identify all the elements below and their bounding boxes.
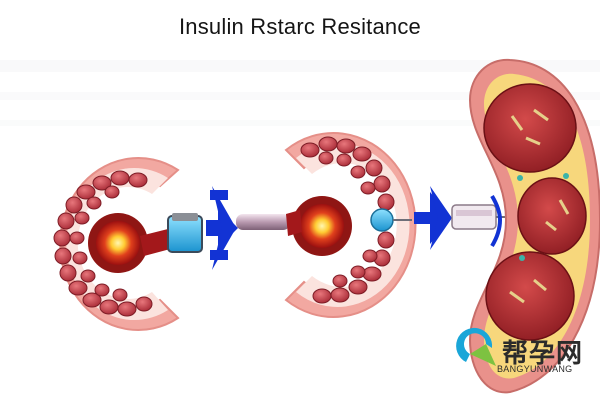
- transport-tube-1: [236, 214, 290, 230]
- middle-nucleus: [292, 196, 352, 256]
- left-duct: [140, 228, 174, 256]
- arrow-right-icon-1: [206, 186, 238, 270]
- middle-duct: [286, 210, 302, 236]
- receptor-dot: [370, 208, 412, 232]
- diagram-title: Insulin Rstarc Resitance: [178, 14, 421, 39]
- left-cell-cluster: [53, 170, 153, 317]
- right-kidney: [468, 58, 600, 394]
- background-bands: [0, 60, 600, 126]
- watermark-brand-sub: BANGYUNWANG: [497, 364, 573, 374]
- left-tissue-ring: [53, 157, 180, 331]
- kidney-channel-dots: [517, 173, 569, 261]
- arrow-right-icon-2: [414, 186, 452, 250]
- watermark-logo-icon: [456, 327, 496, 366]
- middle-cell-cluster: [300, 136, 395, 304]
- kidney-cell-middle: [517, 177, 587, 255]
- left-receptor-connector: [167, 213, 203, 253]
- kidney-cell-top: [483, 83, 577, 173]
- kidney-cell-bottom: [485, 251, 575, 341]
- middle-tissue-ring: [284, 132, 417, 318]
- left-nucleus: [88, 213, 148, 273]
- watermark-brand-text: 帮孕网: [502, 339, 584, 369]
